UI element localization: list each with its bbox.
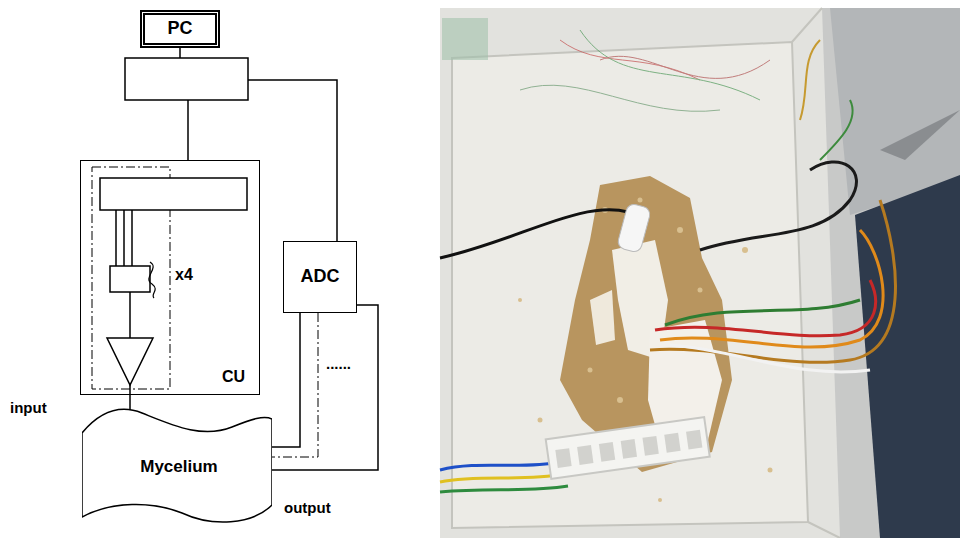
node-label: Mycelium	[140, 458, 217, 477]
pc-box: PC	[140, 10, 220, 48]
control-unit-box: CU	[80, 160, 260, 395]
photo-of-setup	[440, 8, 960, 538]
signal-wire	[272, 313, 300, 447]
node-label: CU	[222, 368, 245, 386]
signal-wire	[272, 305, 378, 470]
signal-wire	[129, 395, 131, 410]
signal-wire	[272, 313, 318, 457]
node-label: ADC	[301, 267, 340, 287]
node-label: PC	[167, 19, 192, 39]
signal-label: x4	[175, 266, 193, 284]
signal-label: output	[284, 500, 331, 517]
adc-box: ADC	[283, 241, 357, 313]
mycelium-shape: Mycelium	[82, 405, 272, 525]
signal-label: input	[10, 400, 47, 417]
signal-label: ......	[326, 356, 351, 373]
